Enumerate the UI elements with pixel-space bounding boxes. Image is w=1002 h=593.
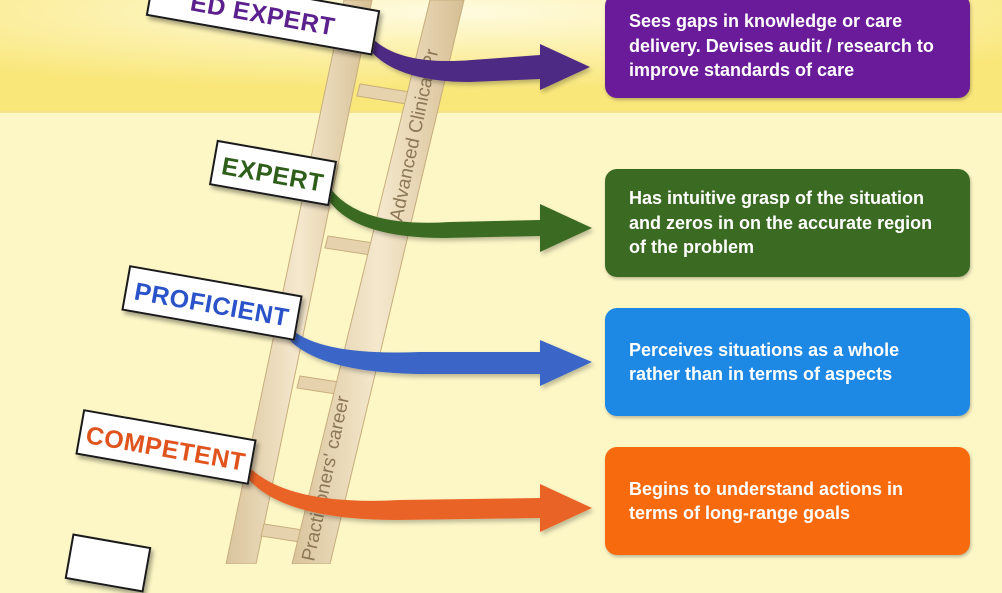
description-proficient-text: Perceives situations as a whole rather t… xyxy=(629,339,900,385)
arrow-expert xyxy=(326,188,592,252)
description-competent-text: Begins to understand actions in terms of… xyxy=(629,478,904,524)
ladder-right-rail xyxy=(291,0,465,564)
arrow-advanced-expert xyxy=(368,38,590,90)
description-advanced-expert-text: Sees gaps in knowledge or care delivery.… xyxy=(629,11,934,81)
description-proficient: Perceives situations as a whole rather t… xyxy=(605,308,970,416)
arrow-competent xyxy=(246,468,592,532)
description-expert-text: Has intuitive grasp of the situation and… xyxy=(629,188,933,258)
description-competent: Begins to understand actions in terms of… xyxy=(605,447,970,555)
description-advanced-expert: Sees gaps in knowledge or care delivery.… xyxy=(605,0,970,98)
ladder-left-rail xyxy=(225,0,373,564)
arrow-proficient xyxy=(286,328,592,386)
description-expert: Has intuitive grasp of the situation and… xyxy=(605,169,970,277)
